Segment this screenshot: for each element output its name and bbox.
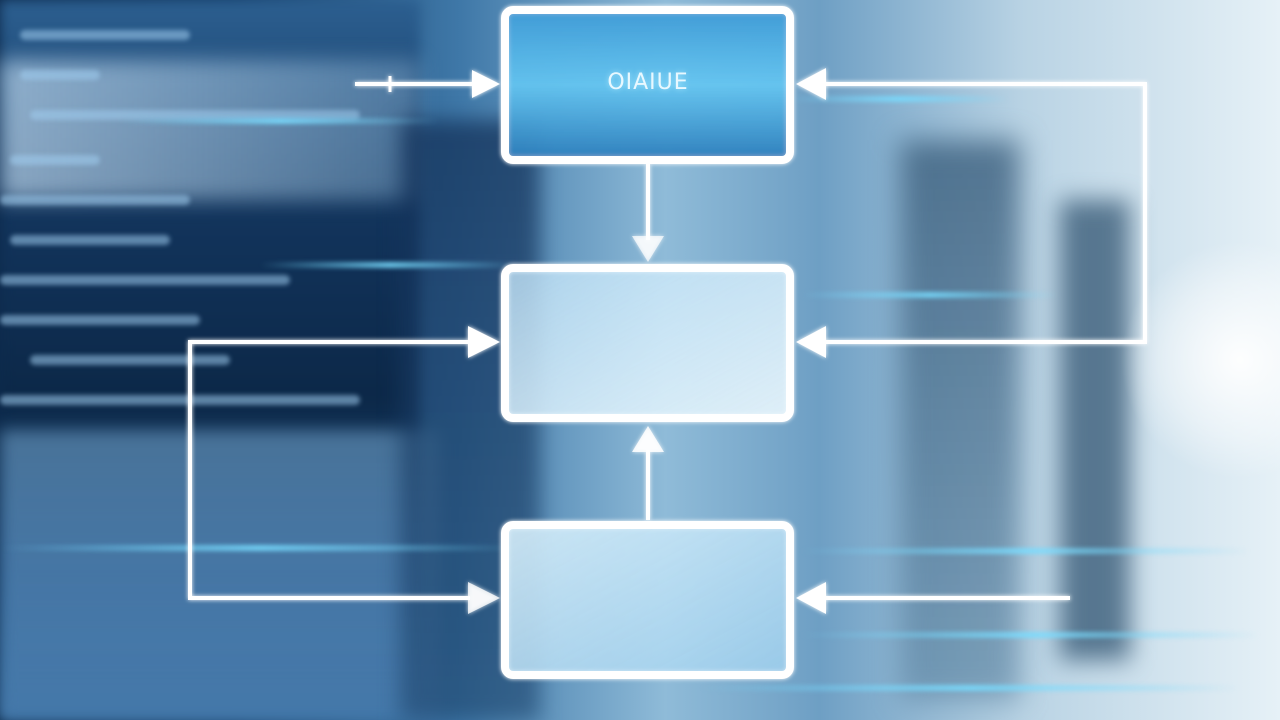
background-right-column-2 xyxy=(1060,200,1130,660)
arrowhead-left xyxy=(796,326,826,358)
light-streak xyxy=(700,685,1240,691)
blurred-code-line xyxy=(10,155,100,165)
light-streak xyxy=(120,118,440,124)
light-streak xyxy=(260,262,520,268)
blurred-code-line xyxy=(30,355,230,365)
blurred-code-line xyxy=(0,275,290,285)
light-streak xyxy=(800,548,1250,554)
arrowhead-right xyxy=(472,70,500,98)
node-top-label: OIAIUE xyxy=(607,70,689,95)
light-streak xyxy=(0,545,520,551)
arrowhead-up xyxy=(632,426,664,452)
blurred-code-line xyxy=(30,110,360,120)
blurred-code-line xyxy=(20,30,190,40)
arrowhead-down xyxy=(632,236,664,262)
flowchart-node-bottom xyxy=(501,521,794,679)
light-streak xyxy=(790,96,1010,102)
arrowhead-right xyxy=(468,582,500,614)
flowchart-node-top xyxy=(501,6,794,164)
connector-right-loop xyxy=(820,82,1147,344)
background-light-area xyxy=(0,60,420,200)
blurred-code-line xyxy=(20,70,100,80)
background-right-column xyxy=(900,140,1020,700)
blurred-code-line xyxy=(0,395,360,405)
light-streak xyxy=(800,632,1260,638)
blurred-code-line xyxy=(10,235,170,245)
background-lower-panel xyxy=(0,430,440,720)
flowchart-node-middle xyxy=(501,264,794,422)
light-streak xyxy=(800,292,1060,298)
arrowhead-left xyxy=(796,68,826,100)
arrowhead-left xyxy=(796,582,826,614)
blurred-code-line xyxy=(0,315,200,325)
connector-left-loop xyxy=(188,340,470,600)
blurred-code-line xyxy=(0,195,190,205)
arrowhead-right xyxy=(468,326,500,358)
